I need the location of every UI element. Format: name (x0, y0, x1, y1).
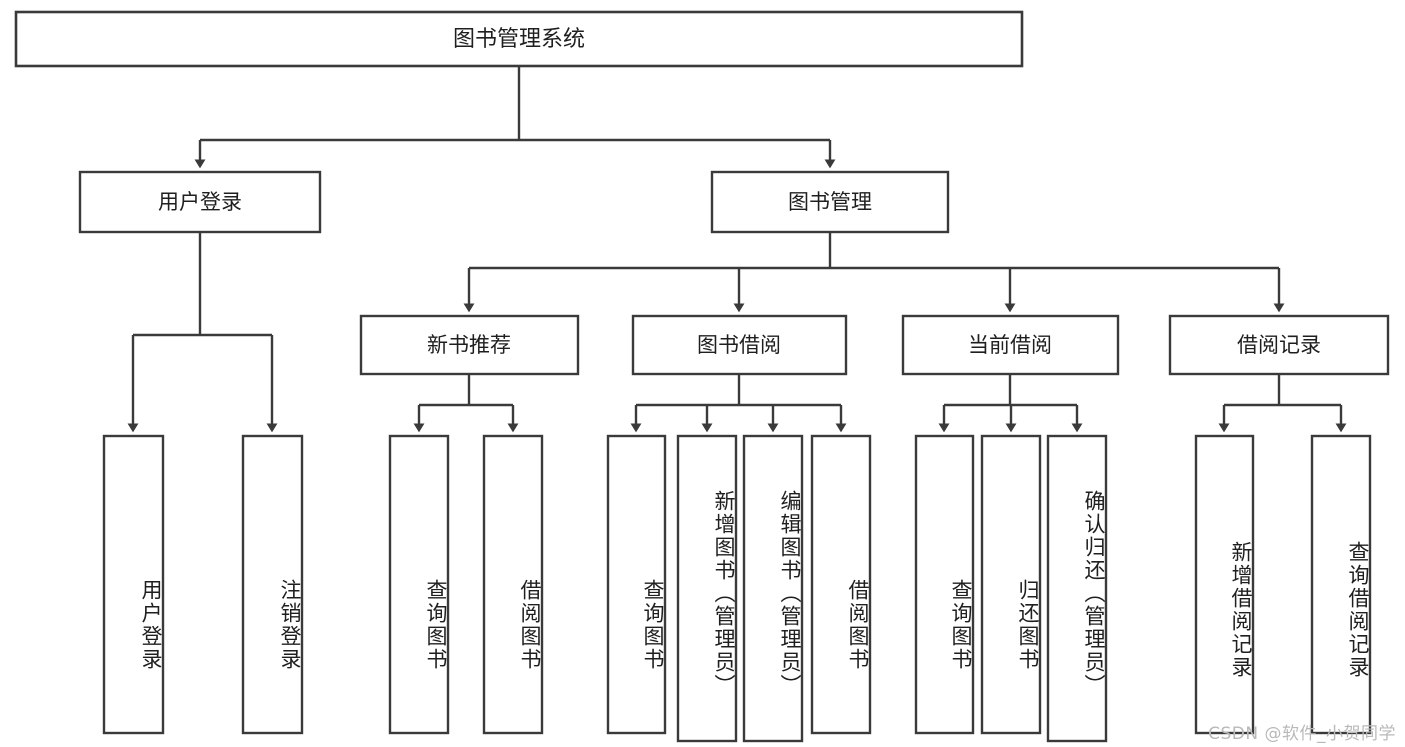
root-label: 图书管理系统 (453, 27, 585, 52)
new-book-recommend-label: 新书推荐 (427, 333, 511, 357)
leaf-box-edit-book[interactable] (742, 434, 804, 743)
node-user-login[interactable]: 用户登录 (78, 170, 322, 234)
node-new-book-recommend[interactable]: 新书推荐 (359, 314, 580, 376)
node-root[interactable]: 图书管理系统 (14, 10, 1024, 68)
leaf-box-return-book[interactable] (980, 434, 1042, 735)
current-borrow-box[interactable] (901, 314, 1120, 376)
book-borrow-label: 图书借阅 (697, 333, 781, 357)
book-manage-box[interactable] (710, 170, 950, 234)
leaf-box-borrow-book[interactable] (810, 434, 872, 735)
leaf-box-query-book-borrow[interactable] (606, 434, 667, 735)
leaf-box-query-borrow-record[interactable] (1310, 434, 1372, 735)
node-current-borrow[interactable]: 当前借阅 (901, 314, 1120, 376)
leaf-box-logout-login[interactable] (241, 434, 304, 735)
leaf-box-add-borrow-record[interactable] (1194, 434, 1255, 735)
leaf-box-query-book-new[interactable] (388, 434, 450, 735)
watermark-text: CSDN @软件_小贺同学 (1208, 724, 1396, 744)
leaf-box-add-book[interactable] (676, 434, 738, 743)
new-book-recommend-box[interactable] (359, 314, 580, 376)
leaf-box-query-book-current[interactable] (914, 434, 975, 735)
node-book-borrow[interactable]: 图书借阅 (631, 314, 848, 376)
user-login-label: 用户登录 (158, 190, 242, 214)
node-borrow-record[interactable]: 借阅记录 (1168, 314, 1390, 376)
node-book-manage[interactable]: 图书管理 (710, 170, 950, 234)
leaf-box-confirm-return[interactable] (1046, 434, 1108, 743)
current-borrow-label: 当前借阅 (968, 333, 1052, 357)
leaf-box-user-login[interactable] (102, 434, 165, 735)
borrow-record-box[interactable] (1168, 314, 1390, 376)
root-box[interactable] (14, 10, 1024, 68)
book-borrow-box[interactable] (631, 314, 848, 376)
leaf-box-borrow-book-new[interactable] (482, 434, 544, 735)
borrow-record-label: 借阅记录 (1237, 333, 1321, 357)
book-manage-label: 图书管理 (788, 190, 872, 214)
